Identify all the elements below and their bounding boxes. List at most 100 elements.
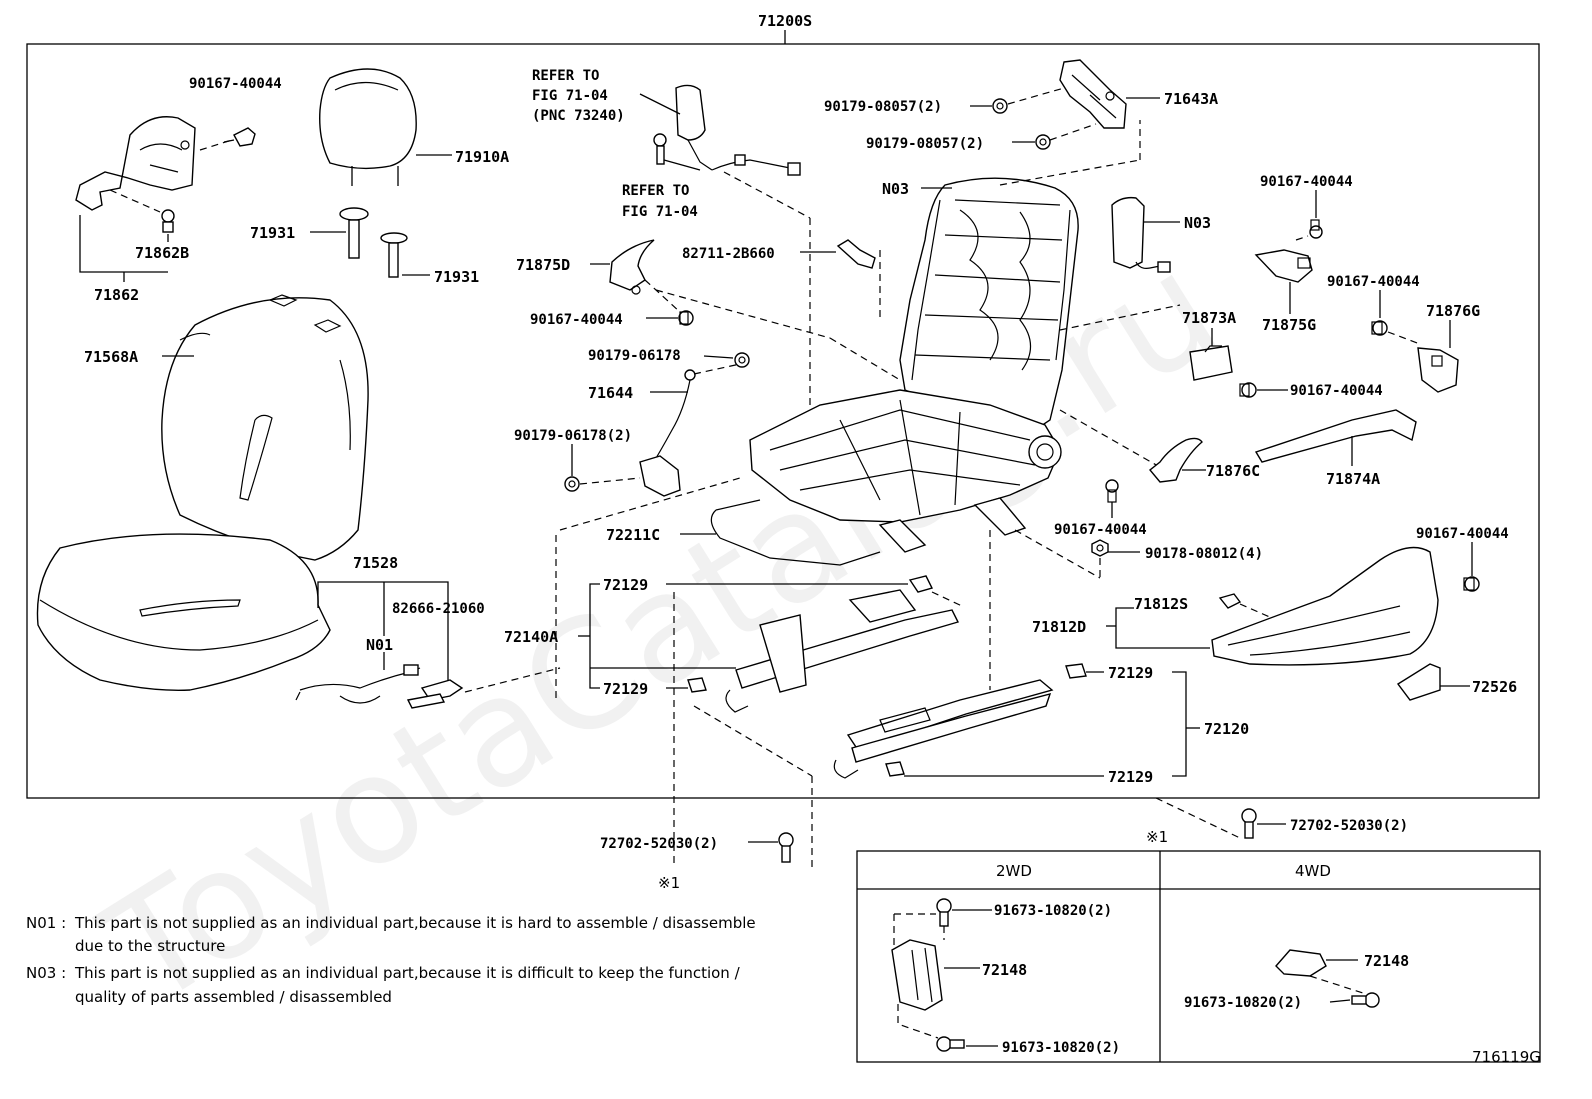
- part-seat-track-72120: [833, 679, 1054, 779]
- part-spring-wire-72211C: [710, 499, 881, 566]
- label-90179-08057-a: 90179-08057(2): [824, 99, 942, 115]
- part-71862B-fastener: [161, 209, 175, 233]
- part-90167-clip-a: [223, 127, 256, 147]
- label-72129-a: 72129: [603, 576, 648, 594]
- part-headrest-71910A: [319, 68, 417, 186]
- label-71874A: 71874A: [1326, 470, 1380, 488]
- part-bolt-90167-c: [1309, 219, 1323, 239]
- label-91673-10820-c: 91673-10820(2): [1184, 995, 1302, 1011]
- part-wire-clamp-82711: [836, 239, 876, 269]
- label-91673-10820-b: 91673-10820(2): [1002, 1040, 1120, 1056]
- label-90167-40044-g: 90167-40044: [1416, 526, 1509, 542]
- assembly-frame: [26, 43, 1540, 799]
- label-71812D: 71812D: [1032, 618, 1086, 636]
- part-bolt-fig71-04: [653, 133, 667, 165]
- part-bolt-72702-b: [1241, 808, 1257, 839]
- label-71812S: 71812S: [1134, 595, 1188, 613]
- part-nut-90179-08057-a: [992, 98, 1008, 114]
- label-72526: 72526: [1472, 678, 1517, 696]
- part-headrest-guide-b: [380, 232, 408, 278]
- label-71876G: 71876G: [1426, 302, 1480, 320]
- part-cover-71873A: [1189, 345, 1233, 381]
- label-71862: 71862: [94, 286, 139, 304]
- label-90167-40044-f: 90167-40044: [1054, 522, 1147, 538]
- part-bracket-72148-4wd: [1275, 949, 1327, 977]
- label-72129-c: 72129: [1108, 664, 1153, 682]
- part-bolt-90167-g: [1463, 576, 1480, 592]
- part-bolt-90167-b: [678, 310, 694, 326]
- label-71875D: 71875D: [516, 256, 570, 274]
- label-mark-1-a: ※1: [658, 874, 680, 892]
- part-clip-72129-d: [885, 761, 905, 777]
- label-72702-52030-b: 72702-52030(2): [1290, 818, 1408, 834]
- part-seat-cushion-frame: [749, 389, 1062, 553]
- label-71568A: 71568A: [84, 348, 138, 366]
- part-seatback-cover-71568A: [161, 294, 369, 561]
- part-bracket-72148-2wd: [891, 939, 943, 1011]
- part-clip-72129-a: [908, 575, 934, 593]
- label-71643A: 71643A: [1164, 90, 1218, 108]
- label-71910A: 71910A: [455, 148, 509, 166]
- label-72120: 72120: [1204, 720, 1249, 738]
- variant-table: [856, 850, 1541, 1063]
- part-bolt-90167-e: [1239, 382, 1257, 398]
- part-bolt-72702-a: [778, 832, 794, 863]
- part-seat-cushion-cover-71528: [36, 533, 331, 691]
- label-71875G: 71875G: [1262, 316, 1316, 334]
- label-82666-21060: 82666-21060: [392, 601, 485, 617]
- label-72148-4wd: 72148: [1364, 952, 1409, 970]
- label-71873A: 71873A: [1182, 309, 1236, 327]
- part-headrest-guide-a: [339, 207, 369, 259]
- label-fig-71-04-a: FIG 71-04: [532, 88, 608, 104]
- table-header-4wd: 4WD: [1295, 862, 1331, 880]
- label-71931-a: 71931: [250, 224, 295, 242]
- part-71862-cover: [75, 116, 196, 211]
- part-bolt-90167-d: [1371, 320, 1388, 336]
- note-n01-line2: due to the structure: [75, 937, 225, 955]
- label-90179-06178-2: 90179-06178(2): [514, 428, 632, 444]
- part-seatback-frame: [899, 177, 1079, 441]
- part-nut-90179-06178: [734, 352, 750, 368]
- label-72129-b: 72129: [603, 680, 648, 698]
- part-bolt-90167-f: [1105, 479, 1119, 503]
- label-72129-d: 72129: [1108, 768, 1153, 786]
- part-nut-90178-08012: [1091, 539, 1109, 557]
- part-shield-71812D: [1211, 546, 1439, 666]
- part-lever-71874A: [1254, 409, 1417, 463]
- part-nut-90179-08057-b: [1035, 134, 1051, 150]
- label-N01: N01: [366, 636, 393, 654]
- label-90179-08057-b: 90179-08057(2): [866, 136, 984, 152]
- part-clip-72129-b: [687, 677, 707, 693]
- label-71931-b: 71931: [434, 268, 479, 286]
- part-clip-72129-c: [1065, 663, 1087, 679]
- label-72140A: 72140A: [504, 628, 558, 646]
- label-91673-10820-a: 91673-10820(2): [994, 903, 1112, 919]
- label-90179-06178: 90179-06178: [588, 348, 681, 364]
- label-fig-71-04-b: FIG 71-04: [622, 204, 698, 220]
- label-90167-40044-d: 90167-40044: [1327, 274, 1420, 290]
- label-71876C: 71876C: [1206, 462, 1260, 480]
- part-seat-track-72140A: [725, 589, 960, 713]
- label-71528: 71528: [353, 554, 398, 572]
- part-cover-71876G: [1417, 347, 1459, 393]
- label-72211C: 72211C: [606, 526, 660, 544]
- part-side-airbag-N03: [1111, 196, 1171, 273]
- part-bolt-91673-b: [936, 1036, 965, 1052]
- part-cover-72526: [1396, 663, 1441, 701]
- assembly-label: 71200S: [758, 12, 812, 30]
- part-connector-82666: [406, 679, 464, 709]
- part-cover-71875G: [1254, 249, 1313, 283]
- part-bolt-91673-a: [936, 898, 952, 927]
- part-bolt-91673-c: [1351, 992, 1380, 1008]
- label-refer-to-a: REFER TO: [532, 68, 599, 84]
- label-90167-40044-e: 90167-40044: [1290, 383, 1383, 399]
- label-71644: 71644: [588, 384, 633, 402]
- table-header-2wd: 2WD: [996, 862, 1032, 880]
- note-n01-code: N01 :: [26, 914, 66, 932]
- label-N03-a: N03: [882, 180, 909, 198]
- label-90167-40044-c: 90167-40044: [1260, 174, 1353, 190]
- label-72148-2wd: 72148: [982, 961, 1027, 979]
- label-72702-52030-a: 72702-52030(2): [600, 836, 718, 852]
- note-n01-line1: This part is not supplied as an individu…: [74, 914, 756, 932]
- label-refer-to-b: REFER TO: [622, 183, 689, 199]
